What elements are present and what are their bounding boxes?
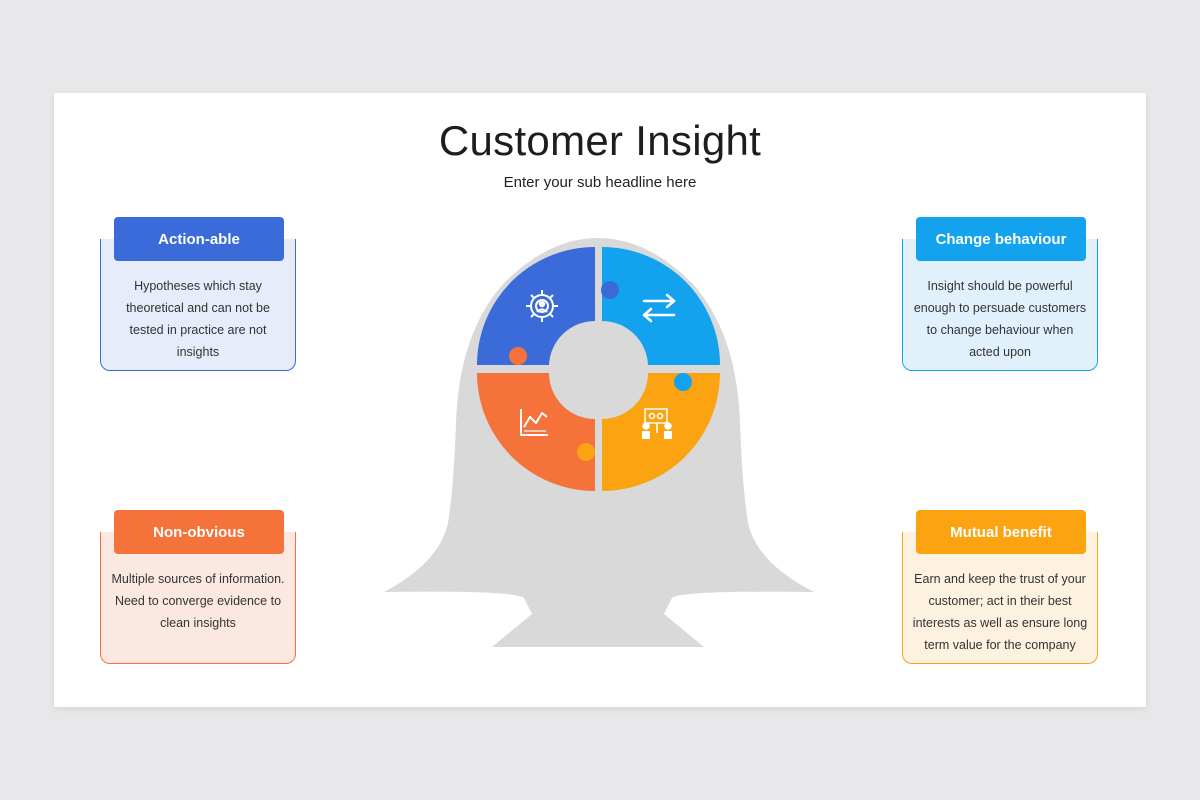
card-heading: Action-able	[114, 217, 284, 261]
puzzle-piece-cyan	[602, 247, 720, 365]
exchange-arrows-icon	[642, 293, 676, 323]
head-puzzle-diagram	[384, 238, 814, 647]
puzzle-knob	[674, 373, 692, 391]
presentation-team-icon	[642, 408, 672, 439]
card-description: Multiple sources of information. Need to…	[111, 572, 285, 630]
card-body	[100, 239, 296, 371]
card-heading: Non-obvious	[114, 510, 284, 554]
line-chart-icon	[520, 409, 548, 436]
head-silhouette	[384, 238, 814, 647]
card-description: Earn and keep the trust of your customer…	[912, 572, 1088, 652]
puzzle-piece-yellow	[602, 373, 720, 491]
slide-subtitle: Enter your sub headline here	[503, 174, 697, 191]
puzzle-piece-orange	[477, 373, 595, 491]
puzzle-knob	[509, 347, 527, 365]
slide-title: Customer Insight	[438, 117, 762, 164]
card-body	[902, 532, 1098, 664]
gear-user-icon	[526, 290, 558, 322]
card-body	[100, 532, 296, 664]
slide: Customer Insight Enter your sub headline…	[54, 93, 1146, 707]
card-heading: Mutual benefit	[916, 510, 1086, 554]
puzzle-knob	[577, 443, 595, 461]
puzzle-knob	[601, 281, 619, 299]
card-description: Insight should be powerful enough to per…	[913, 279, 1087, 359]
card-description: Hypotheses which stay theoretical and ca…	[126, 279, 270, 359]
card-heading: Change behaviour	[916, 217, 1086, 261]
card-body	[902, 239, 1098, 371]
